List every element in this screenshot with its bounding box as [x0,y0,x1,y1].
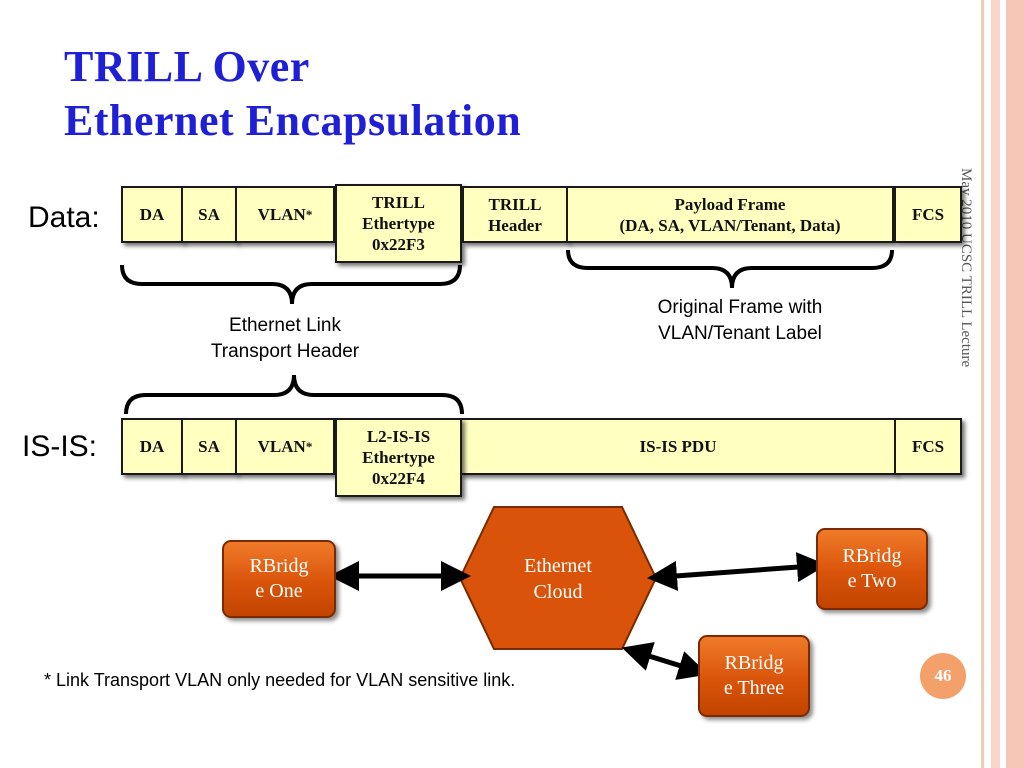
data-payload-line-2: (DA, SA, VLAN/Tenant, Data) [619,215,841,235]
data-da-cell: DA [121,186,183,243]
data-fcs-cell: FCS [894,186,962,243]
rbridge-one-node[interactable]: RBridg e One [222,540,336,618]
isis-sa-cell: SA [181,418,237,475]
isis-vlan-asterisk: * [305,439,313,454]
cloud-line-1: Ethernet [524,555,592,577]
original-frame-line-2: VLAN/Tenant Label [658,323,822,344]
data-payload-cell: Payload Frame (DA, SA, VLAN/Tenant, Data… [566,186,894,243]
footnote: * Link Transport VLAN only needed for VL… [44,670,516,690]
isis-ethertype-line-1: L2-IS-IS [366,427,431,446]
data-sa-cell: SA [181,186,237,243]
ethernet-cloud-label: Ethernet Cloud [494,553,622,605]
data-trill-ethertype-cell: TRILL Ethertype 0x22F3 [335,184,462,263]
isis-da-text: DA [139,437,165,456]
rbridge-three-line-1: RBridg [724,652,784,674]
isis-ethertype-cell: L2-IS-IS Ethertype 0x22F4 [335,418,462,497]
rbridge-three-line-2: e Three [723,677,785,699]
right-stripe-3 [1006,0,1024,768]
rbridge-two-line-1: RBridg [842,545,902,567]
right-stripe-1 [981,0,984,768]
link-header-caption: Ethernet Link Transport Header [170,313,400,365]
data-ethertype-line-1: TRILL [372,193,425,212]
rbridge-two-node[interactable]: RBridg e Two [816,528,928,610]
data-vlan-cell: VLAN* [235,186,335,243]
data-vlan-asterisk: * [305,207,313,222]
link-header-line-2: Transport Header [210,341,360,362]
page-number-badge: 46 [920,653,966,699]
data-ethertype-line-3: 0x22F3 [372,235,425,254]
arrow-cloud-three [621,642,709,680]
original-frame-line-1: Original Frame with [657,297,823,318]
rbridge-one-line-2: e One [255,580,303,602]
isis-da-cell: DA [121,418,183,475]
isis-pdu-text: IS-IS PDU [639,437,717,456]
data-ethertype-line-2: Ethertype [362,214,435,233]
isis-row-label: IS-IS: [22,430,98,463]
link-header-line-1: Ethernet Link [229,315,341,336]
slide-title: TRILL Over Ethernet Encapsulation [64,40,764,148]
arrow-cloud-two [647,552,827,591]
data-payload-line-1: Payload Frame [674,194,786,214]
rbridge-two-line-2: e Two [847,570,897,592]
rbridge-three-node[interactable]: RBridg e Three [698,635,810,717]
right-stripe-2 [991,0,1000,768]
link-header-brace-bottom [120,264,462,305]
original-frame-brace [566,249,894,289]
data-fcs-text: FCS [911,205,945,224]
original-frame-caption: Original Frame with VLAN/Tenant Label [610,295,870,347]
data-da-text: DA [139,205,165,224]
data-header-line-2: Header [488,215,542,235]
data-header-line-1: TRILL [488,194,542,214]
isis-ethertype-line-3: 0x22F4 [372,469,425,488]
isis-sa-text: SA [198,437,220,456]
isis-pdu-cell: IS-IS PDU [460,418,896,475]
data-vlan-text: VLAN [257,205,306,224]
data-trill-header-cell: TRILL Header [462,186,568,243]
data-row-label: Data: [28,201,100,234]
isis-ethertype-line-2: Ethertype [362,448,435,467]
rbridge-one-line-1: RBridg [249,555,309,577]
isis-vlan-cell: VLAN* [235,418,335,475]
title-line-2: Ethernet Encapsulation [64,96,522,145]
cloud-line-2: Cloud [533,581,583,603]
link-header-brace-top [124,374,464,415]
title-line-1: TRILL Over [64,42,310,91]
isis-fcs-text: FCS [911,437,945,456]
page-number-text: 46 [934,666,952,685]
isis-vlan-text: VLAN [257,437,306,456]
isis-fcs-cell: FCS [894,418,962,475]
data-sa-text: SA [198,205,220,224]
